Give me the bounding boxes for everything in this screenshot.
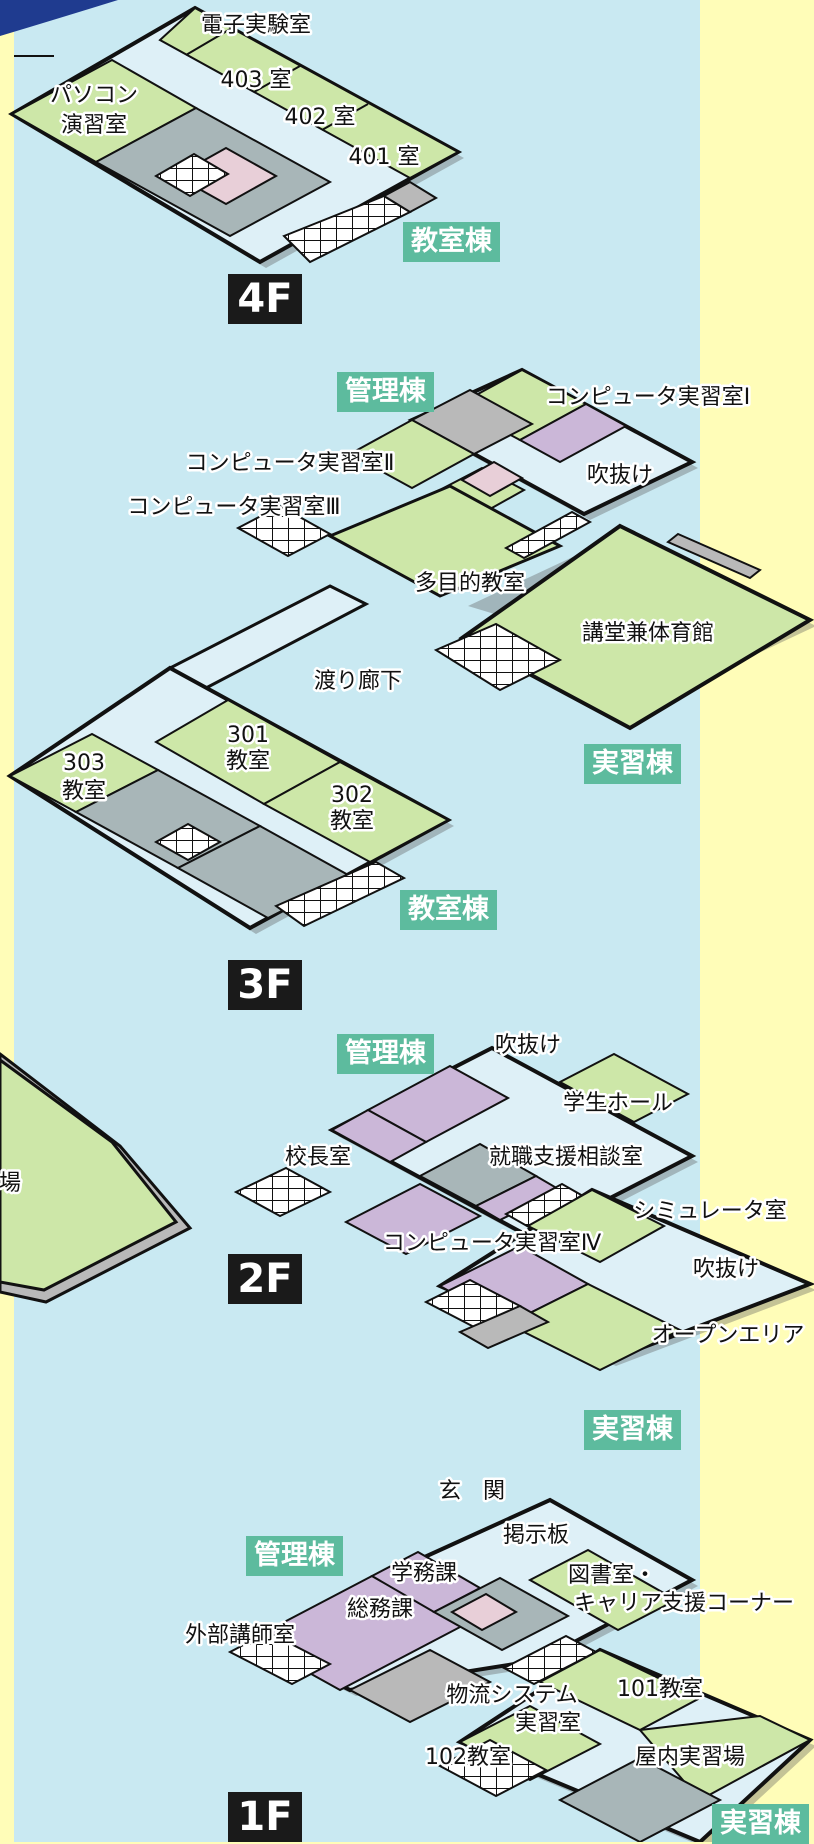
label-partial-left: 場: [0, 1171, 21, 1196]
label-gakusei-hall: 学生ホール: [563, 1091, 673, 1116]
room-labels: 電子実験室 403 室 402 室 401 室 パソコン 演習室 コンピュータ実…: [0, 11, 807, 1773]
left-margin: [0, 0, 14, 1842]
label-open-area: オープンエリア: [652, 1323, 805, 1348]
label-career-corner: キャリア支援コーナー: [574, 1591, 794, 1616]
label-room-301-num: 301: [227, 723, 269, 748]
label-comp-room-4: コンピュータ実習室Ⅳ: [383, 1231, 602, 1256]
floor-3f-building: [6, 367, 814, 934]
label-fukinuke-2f-top: 吹抜け: [495, 1033, 561, 1058]
label-fukinuke-2f-right: 吹抜け: [693, 1257, 759, 1282]
label-butsuryu-line2: 実習室: [515, 1711, 581, 1736]
wing-badge-kyoshitsu-3f: 教室棟: [400, 890, 497, 930]
floor-badge-3f: 3F: [228, 960, 302, 1010]
label-tamokuteki: 多目的教室: [415, 571, 525, 596]
label-shushoku-shien: 就職支援相談室: [489, 1145, 643, 1170]
floor-badge-1f: 1F: [228, 1792, 302, 1842]
label-room-401: 401 室: [349, 145, 420, 170]
label-genkan: 玄 関: [439, 1479, 505, 1504]
label-denshi-jikkenshitsu: 電子実験室: [201, 13, 311, 38]
label-room-302-text: 教室: [330, 809, 374, 834]
label-gakumu-ka: 学務課: [391, 1561, 457, 1586]
wing-badge-kanri-3f: 管理棟: [337, 372, 434, 412]
wing-badge-jisshu-2f: 実習棟: [584, 1410, 681, 1450]
label-kocho-shitsu: 校長室: [285, 1145, 351, 1170]
wing-badge-kyoshitsu-4f: 教室棟: [403, 222, 500, 262]
label-room-303-num: 303: [63, 751, 105, 776]
floor-4f-building: [8, 5, 464, 268]
label-room-303-text: 教室: [62, 779, 106, 804]
label-gaibu-koshi: 外部講師室: [185, 1623, 295, 1648]
label-room-302-num: 302: [331, 783, 373, 808]
label-room-102: 102教室: [425, 1745, 511, 1770]
wing-badge-kanri-2f: 管理棟: [337, 1034, 434, 1074]
wing-badge-jisshu-3f: 実習棟: [584, 744, 681, 784]
label-room-301-text: 教室: [226, 749, 270, 774]
label-pasokon-line2: 演習室: [61, 113, 127, 138]
floor-badge-2f: 2F: [228, 1254, 302, 1304]
label-okunai-jisshujo: 屋内実習場: [635, 1745, 745, 1770]
floor-badge-4f: 4F: [228, 274, 302, 324]
label-watari-roka: 渡り廊下: [314, 669, 402, 694]
floor-2f-building: [0, 1045, 814, 1372]
label-room-402: 402 室: [285, 105, 356, 130]
label-room-403: 403 室: [221, 68, 292, 93]
label-pasokon-line1: パソコン: [50, 83, 138, 108]
label-somu-ka: 総務課: [347, 1597, 413, 1622]
label-comp-room-1: コンピュータ実習室Ⅰ: [546, 385, 751, 410]
label-comp-room-2: コンピュータ実習室Ⅱ: [186, 451, 395, 476]
wing-badge-kanri-1f: 管理棟: [246, 1536, 343, 1576]
label-butsuryu-line1: 物流システム: [446, 1683, 577, 1708]
wing-badge-jisshu-1f: 実習棟: [712, 1804, 809, 1844]
label-fukinuke-3f: 吹抜け: [587, 463, 653, 488]
label-toshoshitsu: 図書室・: [568, 1563, 656, 1588]
label-keijiban: 掲示板: [503, 1523, 569, 1548]
label-simulator-room: シミュレータ室: [633, 1199, 787, 1224]
floor-1f-building: [227, 1497, 814, 1842]
label-comp-room-3: コンピュータ実習室Ⅲ: [127, 495, 340, 520]
label-room-101: 101教室: [617, 1677, 703, 1702]
label-kodo-taiikukan: 講堂兼体育館: [582, 621, 714, 646]
corner-swoosh: [0, 0, 118, 36]
